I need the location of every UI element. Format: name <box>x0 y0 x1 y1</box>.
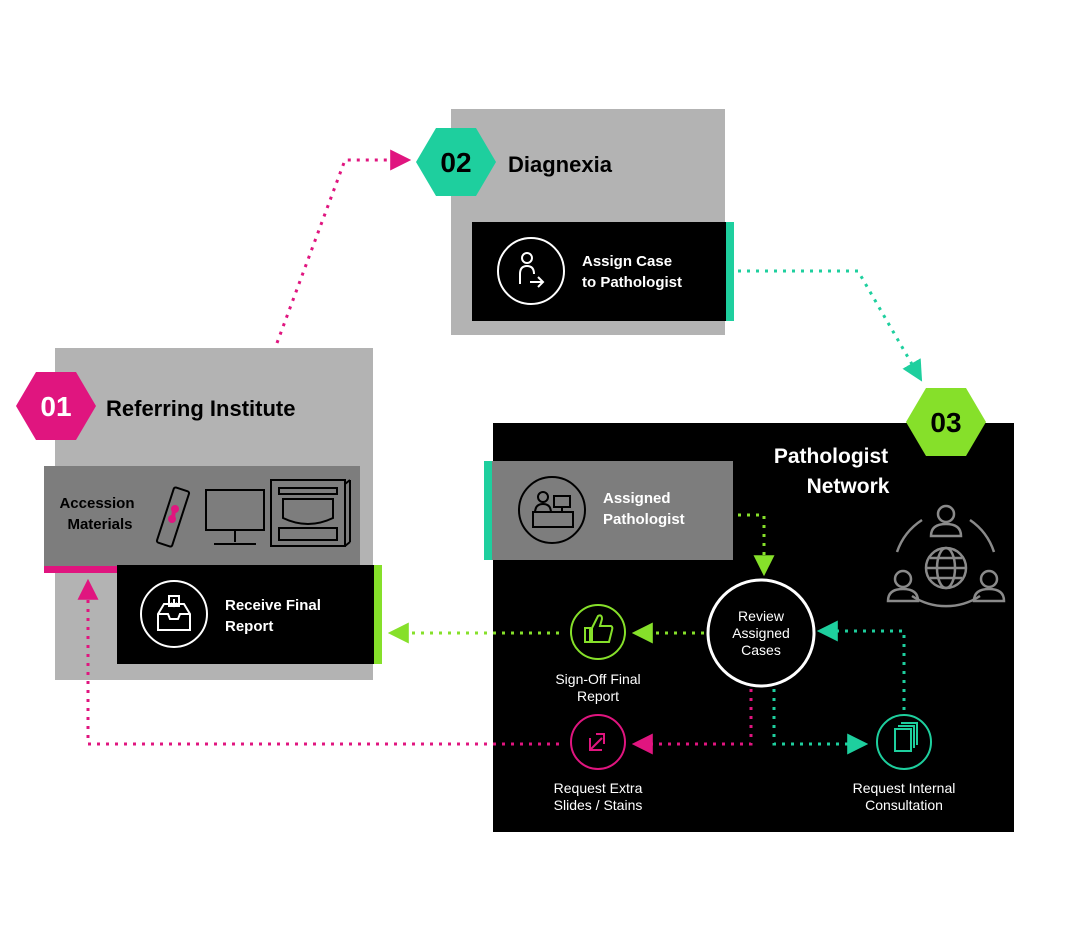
assign-case-label-2: to Pathologist <box>582 274 682 291</box>
request-arrow-icon <box>570 714 626 770</box>
diagnexia-number: 02 <box>440 147 471 178</box>
receive-report-accent <box>374 565 382 664</box>
assign-case-box <box>472 222 726 321</box>
consult-label-1: Request Internal <box>853 780 956 796</box>
diagnexia-number-hexagon <box>416 128 496 196</box>
inbox-tray-icon <box>140 580 208 648</box>
signoff-label-2: Report <box>577 688 619 704</box>
assigned-pathologist-label-1: Assigned <box>603 490 671 507</box>
stage-diagnexia: 02 Diagnexia Assign Case to Pathologist <box>416 109 734 335</box>
network-number-hexagon <box>906 388 986 456</box>
referring-number-hexagon <box>16 372 96 440</box>
consult-label-2: Consultation <box>865 797 943 813</box>
arrow-review-to-request-slides <box>631 689 753 755</box>
signoff-label-1: Sign-Off Final <box>555 671 640 687</box>
accession-accent <box>44 566 118 573</box>
network-globe-icon <box>886 504 1006 608</box>
arrow-review-to-consultation <box>772 689 869 755</box>
arrow-assign-to-network <box>738 269 923 382</box>
connectors <box>77 149 923 755</box>
review-label-1: Review <box>738 608 785 624</box>
assigned-pathologist-accent <box>484 461 492 560</box>
request-slides-label-1: Request Extra <box>554 780 643 796</box>
review-cases-node <box>706 578 816 688</box>
scanner-icon <box>270 479 351 547</box>
person-arrow-icon <box>497 237 565 305</box>
accession-label-1: Accession <box>59 495 134 512</box>
assign-case-accent <box>726 222 734 321</box>
request-slides-label-2: Slides / Stains <box>554 797 643 813</box>
assigned-pathologist-box <box>490 461 733 560</box>
referring-number: 01 <box>40 391 71 422</box>
slide-vial-icon <box>155 486 191 548</box>
arrow-referring-to-diagnexia <box>275 149 412 344</box>
stage-pathologist-network: 03 Pathologist Network <box>484 388 1014 832</box>
accession-materials-box <box>44 466 360 566</box>
receive-report-box <box>117 565 374 664</box>
review-label-2: Assigned <box>732 625 790 641</box>
assigned-pathologist-label-2: Pathologist <box>603 511 685 528</box>
network-number: 03 <box>930 407 961 438</box>
stage-referring-institute: 01 Referring Institute Accession Materia… <box>16 348 382 680</box>
arrow-request-slides-to-referring <box>77 578 559 746</box>
assign-case-label-1: Assign Case <box>582 253 672 270</box>
accession-label-2: Materials <box>67 516 132 533</box>
monitor-icon <box>205 489 265 545</box>
thumbs-up-icon <box>570 604 626 660</box>
arrow-assigned-to-review <box>738 513 775 577</box>
receive-report-label-1: Receive Final <box>225 597 321 614</box>
receive-report-label-2: Report <box>225 618 273 635</box>
pathologist-desk-icon <box>518 476 586 544</box>
documents-icon <box>876 714 932 770</box>
review-label-3: Cases <box>741 642 781 658</box>
diagnexia-title: Diagnexia <box>508 152 613 177</box>
referring-title: Referring Institute <box>106 396 295 421</box>
network-title-1: Pathologist <box>774 445 888 468</box>
network-title-2: Network <box>807 475 890 498</box>
